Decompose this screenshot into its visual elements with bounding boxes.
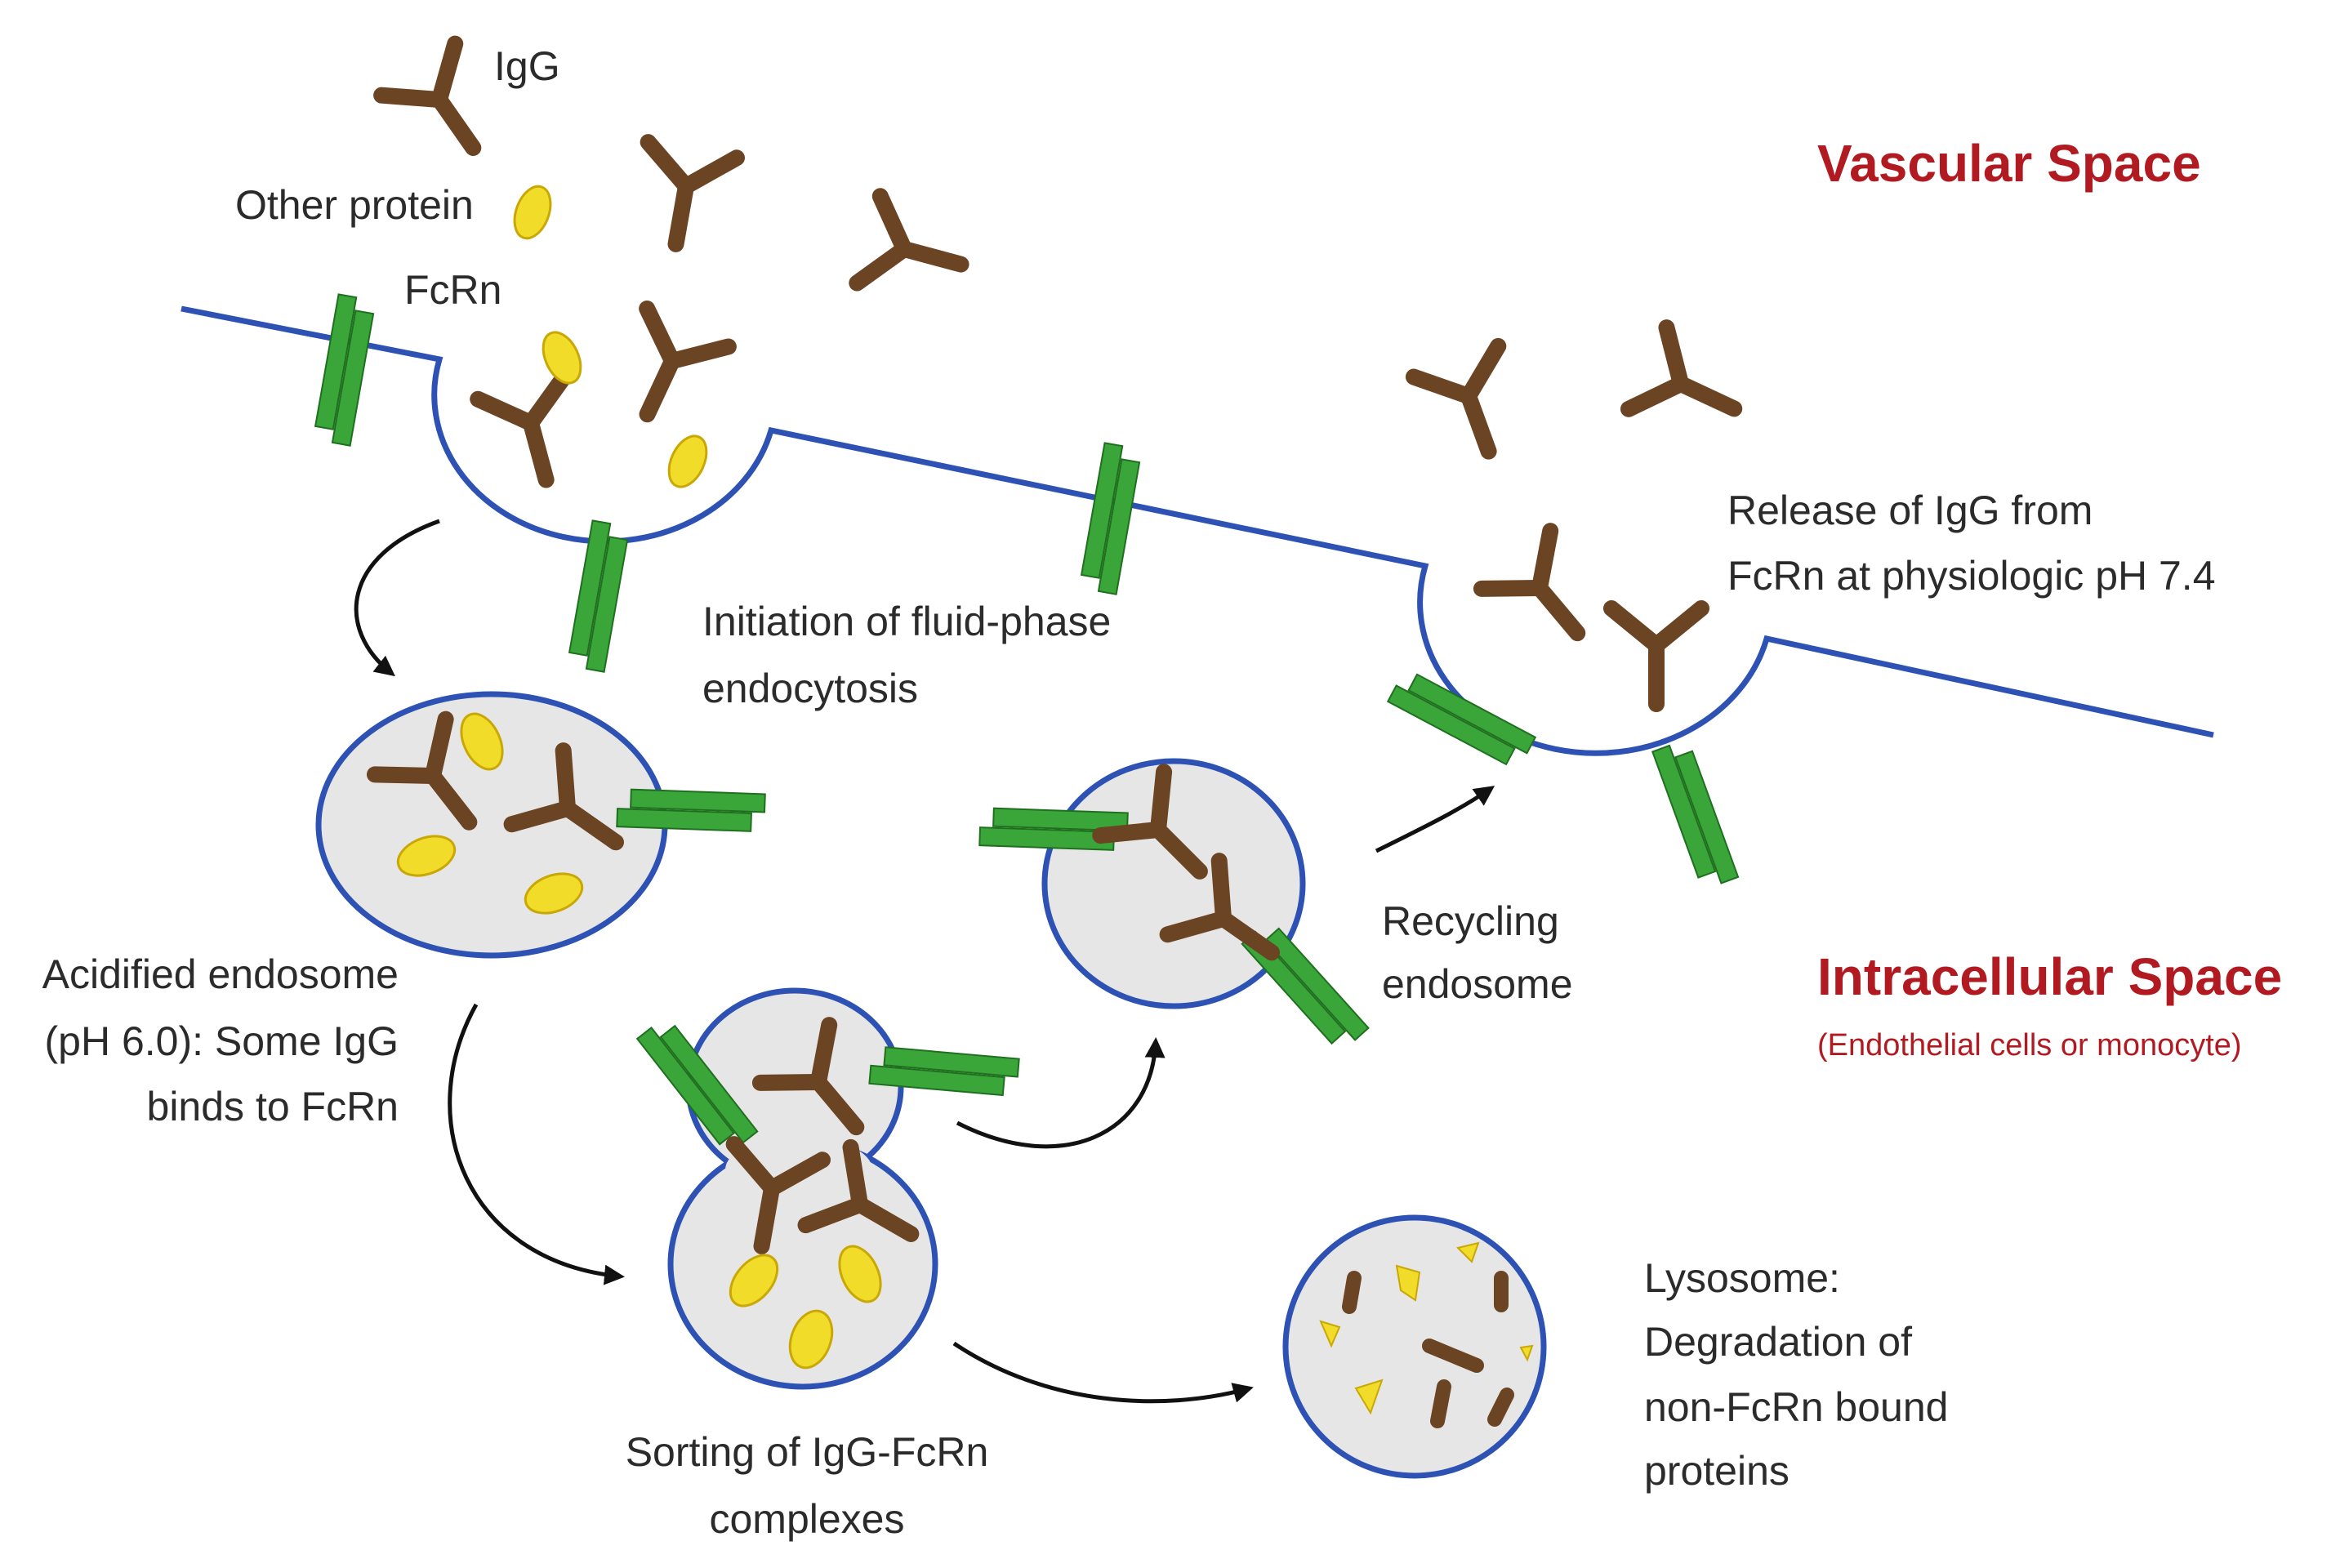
fcrn-receptor (1386, 673, 1537, 766)
fragment (1342, 1271, 1362, 1314)
svg-text:Release of IgG from: Release of IgG from (1727, 488, 2093, 533)
lysosome-vesicle (1282, 1214, 1547, 1479)
arrow-to-sorting (448, 1003, 625, 1285)
igg-antibody (725, 1136, 831, 1254)
process-arrows (354, 519, 1495, 1404)
protein (524, 872, 584, 915)
arrow-to-recycling (956, 1037, 1166, 1149)
arrow-endocytosis (354, 519, 440, 677)
fcrn-receptor (1651, 744, 1740, 884)
fragment (1319, 1320, 1341, 1348)
plasma-membrane (181, 305, 2214, 756)
arrow-to-lysosome (952, 1341, 1254, 1404)
protein (513, 185, 552, 240)
intracellular-space-sublabel: (Endothelial cells or monocyte) (1817, 1028, 2242, 1062)
fragment (1354, 1379, 1384, 1415)
lysosome-label: Lysosome: Degradation of non-FcRn bound … (1644, 1255, 1948, 1494)
svg-text:complexes: complexes (710, 1496, 905, 1542)
igg-antibodies (366, 35, 1743, 1254)
acidified-endosome-label: Acidified endosome (pH 6.0): Some IgG bi… (42, 951, 399, 1129)
fragment (1519, 1344, 1534, 1362)
degraded-fragments (1319, 1241, 1534, 1428)
igg-antibody (640, 134, 745, 252)
fragment (1456, 1241, 1480, 1263)
igg-antibody (1159, 853, 1280, 961)
igg-antibody (639, 300, 737, 423)
vascular-space-label: Vascular Space (1817, 134, 2201, 193)
igg-antibody (751, 1017, 865, 1136)
igg-antibody (373, 35, 482, 156)
fcrn-receptor (868, 1046, 1020, 1097)
igg-label: IgG (494, 43, 560, 89)
fcrn-label: FcRn (404, 267, 501, 313)
svg-text:FcRn at physiologic pH 7.4: FcRn at physiologic pH 7.4 (1727, 553, 2216, 599)
protein (460, 712, 504, 771)
fcrn-receptor (616, 788, 766, 832)
svg-text:Initiation of fluid-phase: Initiation of fluid-phase (702, 599, 1111, 644)
protein (729, 1254, 779, 1307)
protein (396, 835, 457, 877)
initiation-label: Initiation of fluid-phase endocytosis (702, 599, 1111, 711)
protein (542, 331, 582, 385)
intracellular-space-label: Intracellular Space (1817, 947, 2282, 1006)
other-proteins (396, 185, 882, 1370)
protein (667, 434, 708, 488)
fcrn-receptor (1241, 927, 1370, 1045)
fcrn-receptors (314, 293, 1740, 1146)
protein (838, 1245, 882, 1303)
other-protein-label: Other protein (235, 182, 474, 228)
igg-antibody (797, 1138, 920, 1242)
svg-text:(pH 6.0): Some IgG: (pH 6.0): Some IgG (45, 1018, 399, 1064)
fragment (1430, 1379, 1451, 1428)
igg-antibody (470, 368, 573, 488)
sorting-label: Sorting of IgG-FcRn complexes (626, 1429, 989, 1542)
svg-text:Acidified endosome: Acidified endosome (42, 951, 399, 997)
svg-text:endocytosis: endocytosis (702, 666, 918, 711)
svg-text:Lysosome:: Lysosome: (1644, 1255, 1840, 1301)
fcrn-receptor (635, 1024, 759, 1146)
svg-text:Degradation of: Degradation of (1644, 1319, 1912, 1365)
igg-antibody (1405, 337, 1507, 460)
fcrn-receptor (568, 519, 629, 673)
svg-text:Recycling: Recycling (1382, 898, 1559, 944)
fcrn-receptor (978, 807, 1129, 851)
igg-antibody (503, 742, 624, 851)
recycling-endosome-label: Recycling endosome (1382, 898, 1573, 1007)
svg-text:proteins: proteins (1644, 1448, 1790, 1494)
fcrn-receptor (314, 293, 375, 447)
fragment (1395, 1264, 1421, 1302)
arrow-to-membrane (1375, 786, 1495, 853)
igg-antibody (1473, 523, 1586, 642)
svg-text:binds to FcRn: binds to FcRn (147, 1084, 399, 1129)
release-label: Release of IgG from FcRn at physiologic … (1727, 488, 2216, 599)
igg-antibody (1620, 319, 1743, 417)
svg-text:endosome: endosome (1382, 961, 1573, 1007)
fcrn-receptor (1080, 442, 1141, 595)
svg-text:Sorting of IgG-FcRn: Sorting of IgG-FcRn (626, 1429, 989, 1475)
igg-antibody (849, 188, 969, 292)
fragment (1487, 1388, 1514, 1427)
protein (788, 1309, 834, 1370)
svg-text:non-FcRn bound: non-FcRn bound (1644, 1384, 1948, 1430)
igg-antibody (1092, 764, 1208, 880)
igg-antibody (1603, 600, 1709, 712)
igg-antibody (366, 710, 478, 831)
fragment (1422, 1339, 1484, 1373)
